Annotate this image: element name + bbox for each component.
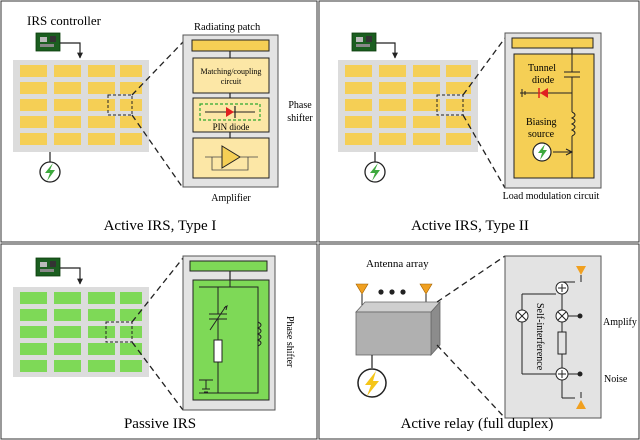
panel-active-type-2 bbox=[318, 0, 640, 243]
relay-antenna-bottom bbox=[576, 400, 586, 409]
load-circuit-wiring bbox=[520, 54, 580, 178]
phase-shifter-label: Phase shifter bbox=[284, 316, 295, 368]
pin-diode-label: PIN diode bbox=[213, 122, 250, 132]
load-modulation-circuit bbox=[513, 53, 595, 179]
panel-passive bbox=[0, 243, 318, 440]
lightning-bolt-icon bbox=[364, 161, 386, 183]
controller-label: IRS controller bbox=[27, 13, 102, 28]
radiating-patch-3 bbox=[189, 260, 268, 272]
irs-elements-passive bbox=[20, 292, 142, 372]
bias-label-line2: source bbox=[528, 129, 555, 140]
highlighted-element-2 bbox=[436, 94, 464, 116]
ellipsis-dots bbox=[378, 289, 406, 295]
matching-label-line2: circuit bbox=[221, 77, 242, 86]
caption-active-relay: Active relay (full duplex) bbox=[401, 416, 554, 432]
radiating-patch-2 bbox=[511, 37, 594, 49]
irs-elements-active-1 bbox=[20, 65, 142, 145]
bias-label-line1: Biasing bbox=[526, 117, 557, 128]
phase-shifter-label-line1: Phase bbox=[288, 100, 312, 111]
circuit-board-icon bbox=[351, 32, 377, 52]
tunnel-diode-symbol bbox=[540, 88, 548, 98]
circuit-board-icon bbox=[35, 257, 61, 277]
lightning-bolt-icon bbox=[357, 368, 387, 398]
multiplier-si bbox=[515, 309, 529, 323]
pin-diode-circuit bbox=[199, 103, 261, 121]
noise-label: Noise bbox=[604, 374, 628, 385]
highlighted-element-3 bbox=[105, 321, 133, 343]
phase-shifter-label-line2: shifter bbox=[287, 113, 313, 124]
tunnel-diode-label-line1: Tunnel bbox=[528, 63, 556, 74]
panel-active-type-1 bbox=[0, 0, 318, 243]
highlighted-element-1 bbox=[107, 94, 133, 116]
load-modulation-label: Load modulation circuit bbox=[503, 191, 600, 202]
lightning-bolt-icon bbox=[532, 142, 552, 162]
matching-label-line1: Matching/coupling bbox=[201, 67, 262, 76]
tunnel-diode-label-line2: diode bbox=[532, 75, 555, 86]
phase-shifter-circuit bbox=[192, 279, 270, 401]
relay-antenna-top bbox=[576, 266, 586, 275]
self-interference-label: Self-interference bbox=[534, 303, 545, 371]
relay-box bbox=[355, 300, 441, 357]
circuit-board-icon bbox=[35, 32, 61, 52]
antenna-array-label: Antenna array bbox=[366, 258, 429, 270]
adder-noise bbox=[555, 367, 569, 381]
passive-circuit-wiring bbox=[199, 280, 262, 394]
caption-passive: Passive IRS bbox=[124, 416, 196, 432]
pin-diode-symbol bbox=[226, 107, 234, 117]
radiating-patch-label: Radiating patch bbox=[194, 22, 261, 33]
amplify-label: Amplify bbox=[603, 317, 637, 328]
antenna-icon bbox=[355, 283, 369, 305]
caption-active-type-1: Active IRS, Type I bbox=[104, 218, 217, 234]
amplifier-label: Amplifier bbox=[211, 193, 251, 204]
caption-active-type-2: Active IRS, Type II bbox=[411, 218, 529, 234]
multiplier-amplify bbox=[555, 309, 569, 323]
radiating-patch bbox=[191, 39, 270, 52]
lightning-bolt-icon bbox=[39, 161, 61, 183]
matching-circuit-block bbox=[192, 57, 270, 94]
panel-active-relay bbox=[318, 243, 640, 440]
relay-detail-box bbox=[504, 255, 602, 419]
adder-top bbox=[555, 281, 569, 295]
